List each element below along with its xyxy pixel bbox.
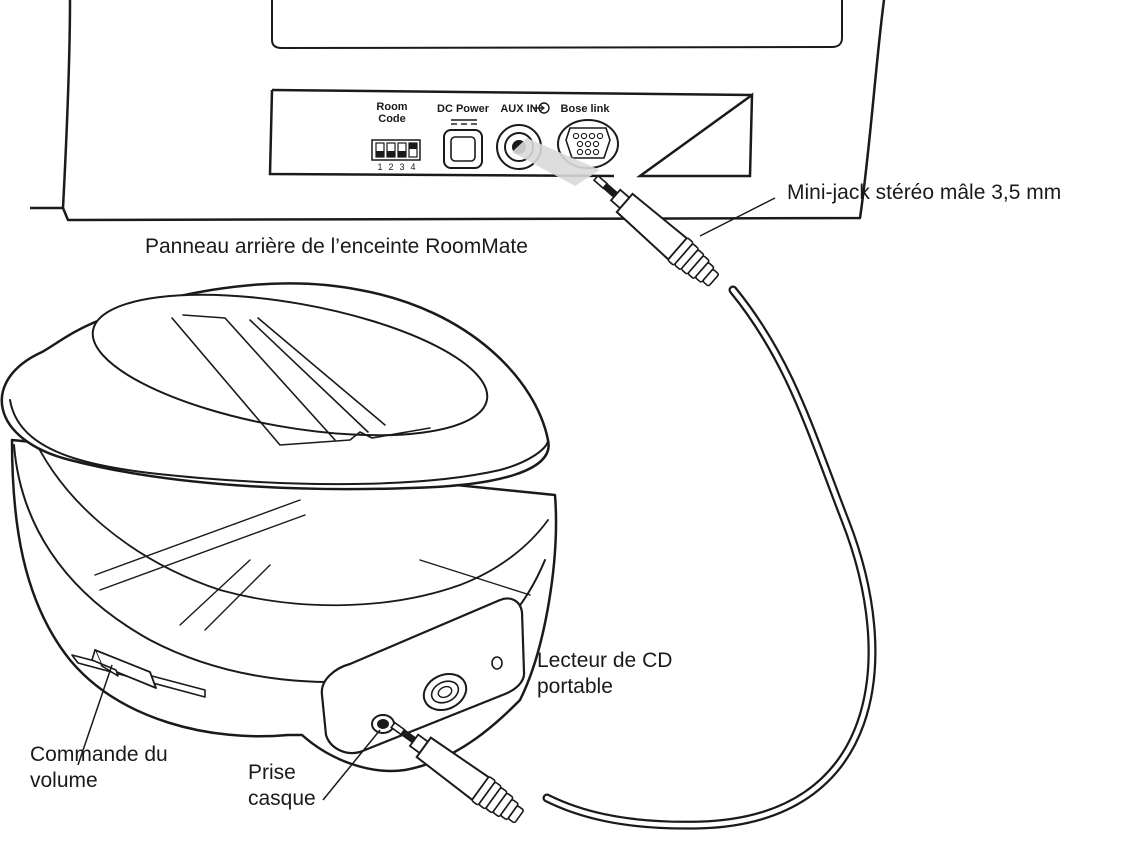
audio-cable-outer bbox=[542, 285, 877, 830]
callout-cd-player-1: Lecteur de CD bbox=[537, 649, 672, 672]
leader-mini-jack bbox=[699, 197, 776, 237]
insertion-beam bbox=[512, 138, 600, 186]
indicator-light bbox=[491, 656, 503, 670]
speaker-inner-recess bbox=[271, 0, 843, 49]
cd-player-lid-depth bbox=[9, 399, 549, 486]
room-code-switch-block[interactable]: Room Code 1 2 3 4 bbox=[371, 101, 421, 172]
mini-jack-plug-top[interactable] bbox=[586, 167, 723, 292]
callout-mini-jack: Mini-jack stéréo mâle 3,5 mm bbox=[787, 181, 1061, 204]
leader-headphone bbox=[322, 729, 381, 801]
audio-cable-inner bbox=[544, 287, 875, 828]
switch-number-3: 3 bbox=[399, 162, 404, 172]
callout-rear-panel: Panneau arrière de l’enceinte RoomMate bbox=[145, 235, 528, 258]
rear-panel-frame bbox=[268, 89, 754, 178]
aux-in-label: AUX IN bbox=[500, 103, 537, 115]
volume-wheel[interactable] bbox=[91, 649, 157, 689]
speaker-enclosure bbox=[30, 0, 886, 222]
room-code-label-2: Code bbox=[378, 113, 406, 125]
switch-number-1: 1 bbox=[377, 162, 382, 172]
mini-jack-plug-bottom[interactable] bbox=[384, 713, 528, 829]
cd-player-window bbox=[91, 293, 489, 437]
leader-lines bbox=[77, 197, 776, 801]
callout-volume-2: volume bbox=[30, 769, 98, 792]
room-code-label-1: Room bbox=[376, 101, 407, 113]
rear-panel-edge bbox=[271, 88, 753, 97]
input-arrow-icon bbox=[534, 102, 550, 114]
dc-power-connector[interactable]: DC Power bbox=[437, 103, 490, 169]
rear-panel: Room Code 1 2 3 4 DC Power bbox=[268, 88, 754, 186]
control-button[interactable] bbox=[418, 667, 472, 716]
switch-number-2: 2 bbox=[388, 162, 393, 172]
callouts: Mini-jack stéréo mâle 3,5 mm Panneau arr… bbox=[30, 181, 1061, 810]
speaker-outline bbox=[30, 0, 886, 222]
dc-power-label: DC Power bbox=[437, 103, 490, 115]
portable-cd-player bbox=[0, 282, 558, 773]
jack-panel bbox=[320, 597, 526, 755]
headphone-jack[interactable] bbox=[371, 714, 395, 734]
bose-link-label: Bose link bbox=[561, 103, 611, 115]
leader-volume bbox=[77, 664, 113, 766]
callout-cd-player-2: portable bbox=[537, 675, 613, 698]
switch-number-4: 4 bbox=[410, 162, 415, 172]
callout-headphone-2: casque bbox=[248, 787, 316, 810]
callout-volume-1: Commande du bbox=[30, 743, 168, 766]
callout-headphone-1: Prise bbox=[248, 761, 296, 784]
